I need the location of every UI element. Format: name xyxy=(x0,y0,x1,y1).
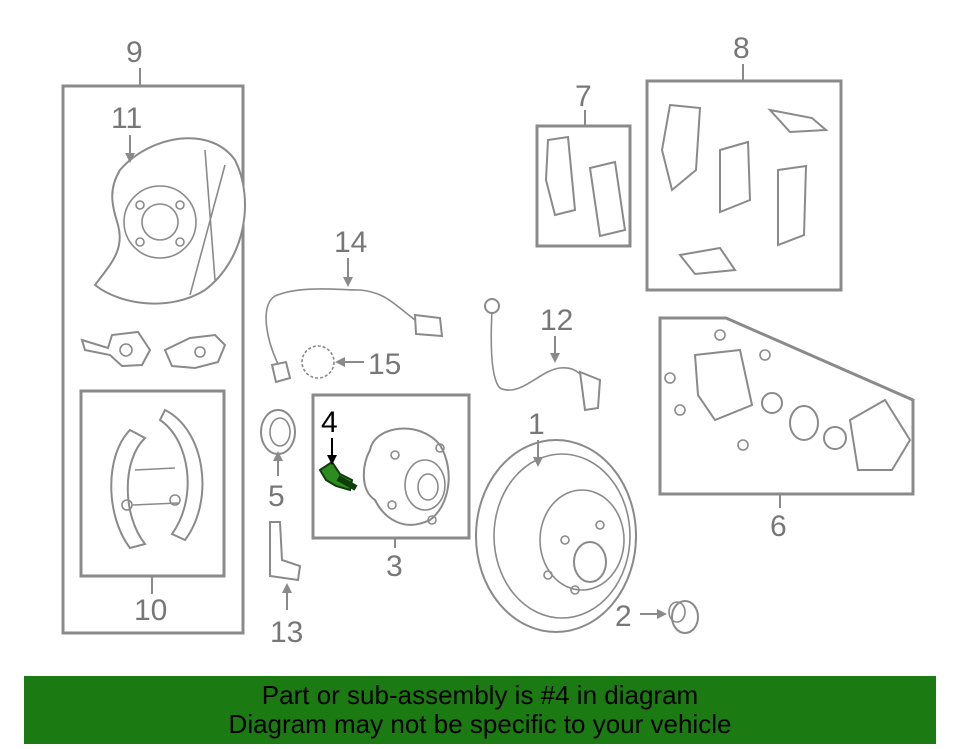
callout-10: 10 xyxy=(134,594,167,627)
info-banner: Part or sub-assembly is #4 in diagram Di… xyxy=(24,676,936,744)
part-13-bracket[interactable]: 13 xyxy=(269,521,303,649)
callout-13: 13 xyxy=(270,616,303,649)
part-14-abs-sensor-harness[interactable]: 14 xyxy=(265,226,444,384)
callout-7: 7 xyxy=(575,80,592,113)
part-5-seal[interactable]: 5 xyxy=(260,409,296,513)
callout-2: 2 xyxy=(615,600,632,633)
callout-5: 5 xyxy=(268,480,285,513)
callout-15: 15 xyxy=(368,348,401,381)
part-group-7-brake-pads[interactable]: 7 xyxy=(535,80,632,248)
part-group-8-pad-hardware[interactable]: 8 xyxy=(645,32,843,292)
part-15-tone-ring[interactable]: 15 xyxy=(301,345,401,381)
callout-1: 1 xyxy=(528,408,545,441)
part-group-6-caliper[interactable]: 6 xyxy=(658,316,915,543)
part-4-hub-bolt[interactable]: 4 xyxy=(318,406,358,492)
callout-4: 4 xyxy=(321,406,338,439)
callout-11: 11 xyxy=(111,102,142,135)
callout-3: 3 xyxy=(386,550,403,583)
callout-6: 6 xyxy=(770,510,787,543)
part-group-10-brake-shoes[interactable]: 10 xyxy=(79,389,226,627)
part-1-brake-rotor[interactable]: 1 xyxy=(475,408,637,633)
parking-brake-hardware xyxy=(80,330,227,370)
part-group-3-hub-assembly[interactable]: 3 xyxy=(311,393,471,583)
part-11-dust-shield[interactable]: 11 xyxy=(93,102,246,305)
part-group-9[interactable]: 9 xyxy=(61,36,245,635)
callout-12: 12 xyxy=(540,304,573,337)
part-12-brake-hose[interactable]: 12 xyxy=(484,298,602,412)
callout-9: 9 xyxy=(126,36,143,69)
part-2-hub-cap[interactable]: 2 xyxy=(615,600,699,634)
banner-line-1: Part or sub-assembly is #4 in diagram xyxy=(261,680,699,710)
callout-14: 14 xyxy=(334,226,367,259)
brake-parts-diagram: 9 11 10 14 xyxy=(61,32,915,649)
banner-line-2: Diagram may not be specific to your vehi… xyxy=(228,709,732,739)
callout-8: 8 xyxy=(733,32,750,65)
